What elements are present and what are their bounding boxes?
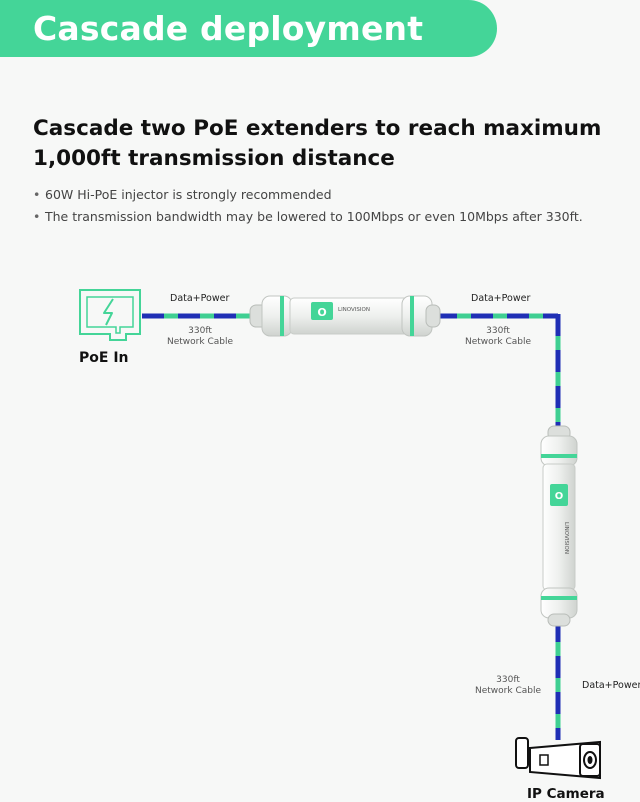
bullet-item: •The transmission bandwidth may be lower… — [33, 206, 583, 228]
poe-in-label: PoE In — [79, 350, 129, 366]
segment-1-cable: Network Cable — [167, 337, 233, 347]
segment-1-signal: Data+Power — [170, 293, 229, 304]
extender-logo-icon — [311, 302, 333, 320]
bullet-dot-icon: • — [33, 209, 41, 224]
ip-camera-label: IP Camera — [527, 786, 605, 802]
title-banner: Cascade deployment — [0, 0, 497, 57]
bullet-dot-icon: • — [33, 187, 41, 202]
poe-port-icon — [79, 289, 141, 341]
segment-3-distance: 330ft — [496, 675, 520, 685]
segment-3-cable: Network Cable — [475, 686, 541, 696]
extender-brand: LINOVISION — [338, 307, 370, 313]
poe-extender-horizontal: O LINOVISION — [249, 295, 441, 337]
bullet-list: •60W Hi-PoE injector is strongly recomme… — [33, 184, 583, 228]
segment-3-signal: Data+Power — [582, 680, 640, 691]
ip-camera-icon — [515, 737, 601, 780]
bullet-item: •60W Hi-PoE injector is strongly recomme… — [33, 184, 583, 206]
poe-extender-vertical: O LINOVISION — [540, 425, 578, 627]
segment-2-cable: Network Cable — [465, 337, 531, 347]
segment-1-distance: 330ft — [188, 326, 212, 336]
extender-brand: LINOVISION — [563, 522, 569, 554]
network-cable-2 — [435, 313, 561, 432]
segment-2-signal: Data+Power — [471, 293, 530, 304]
svg-text:O: O — [317, 306, 326, 319]
extender-logo-icon — [550, 484, 568, 506]
svg-text:O: O — [555, 491, 564, 502]
segment-2-distance: 330ft — [486, 326, 510, 336]
banner-title: Cascade deployment — [33, 9, 424, 48]
section-heading: Cascade two PoE extenders to reach maxim… — [33, 116, 602, 171]
